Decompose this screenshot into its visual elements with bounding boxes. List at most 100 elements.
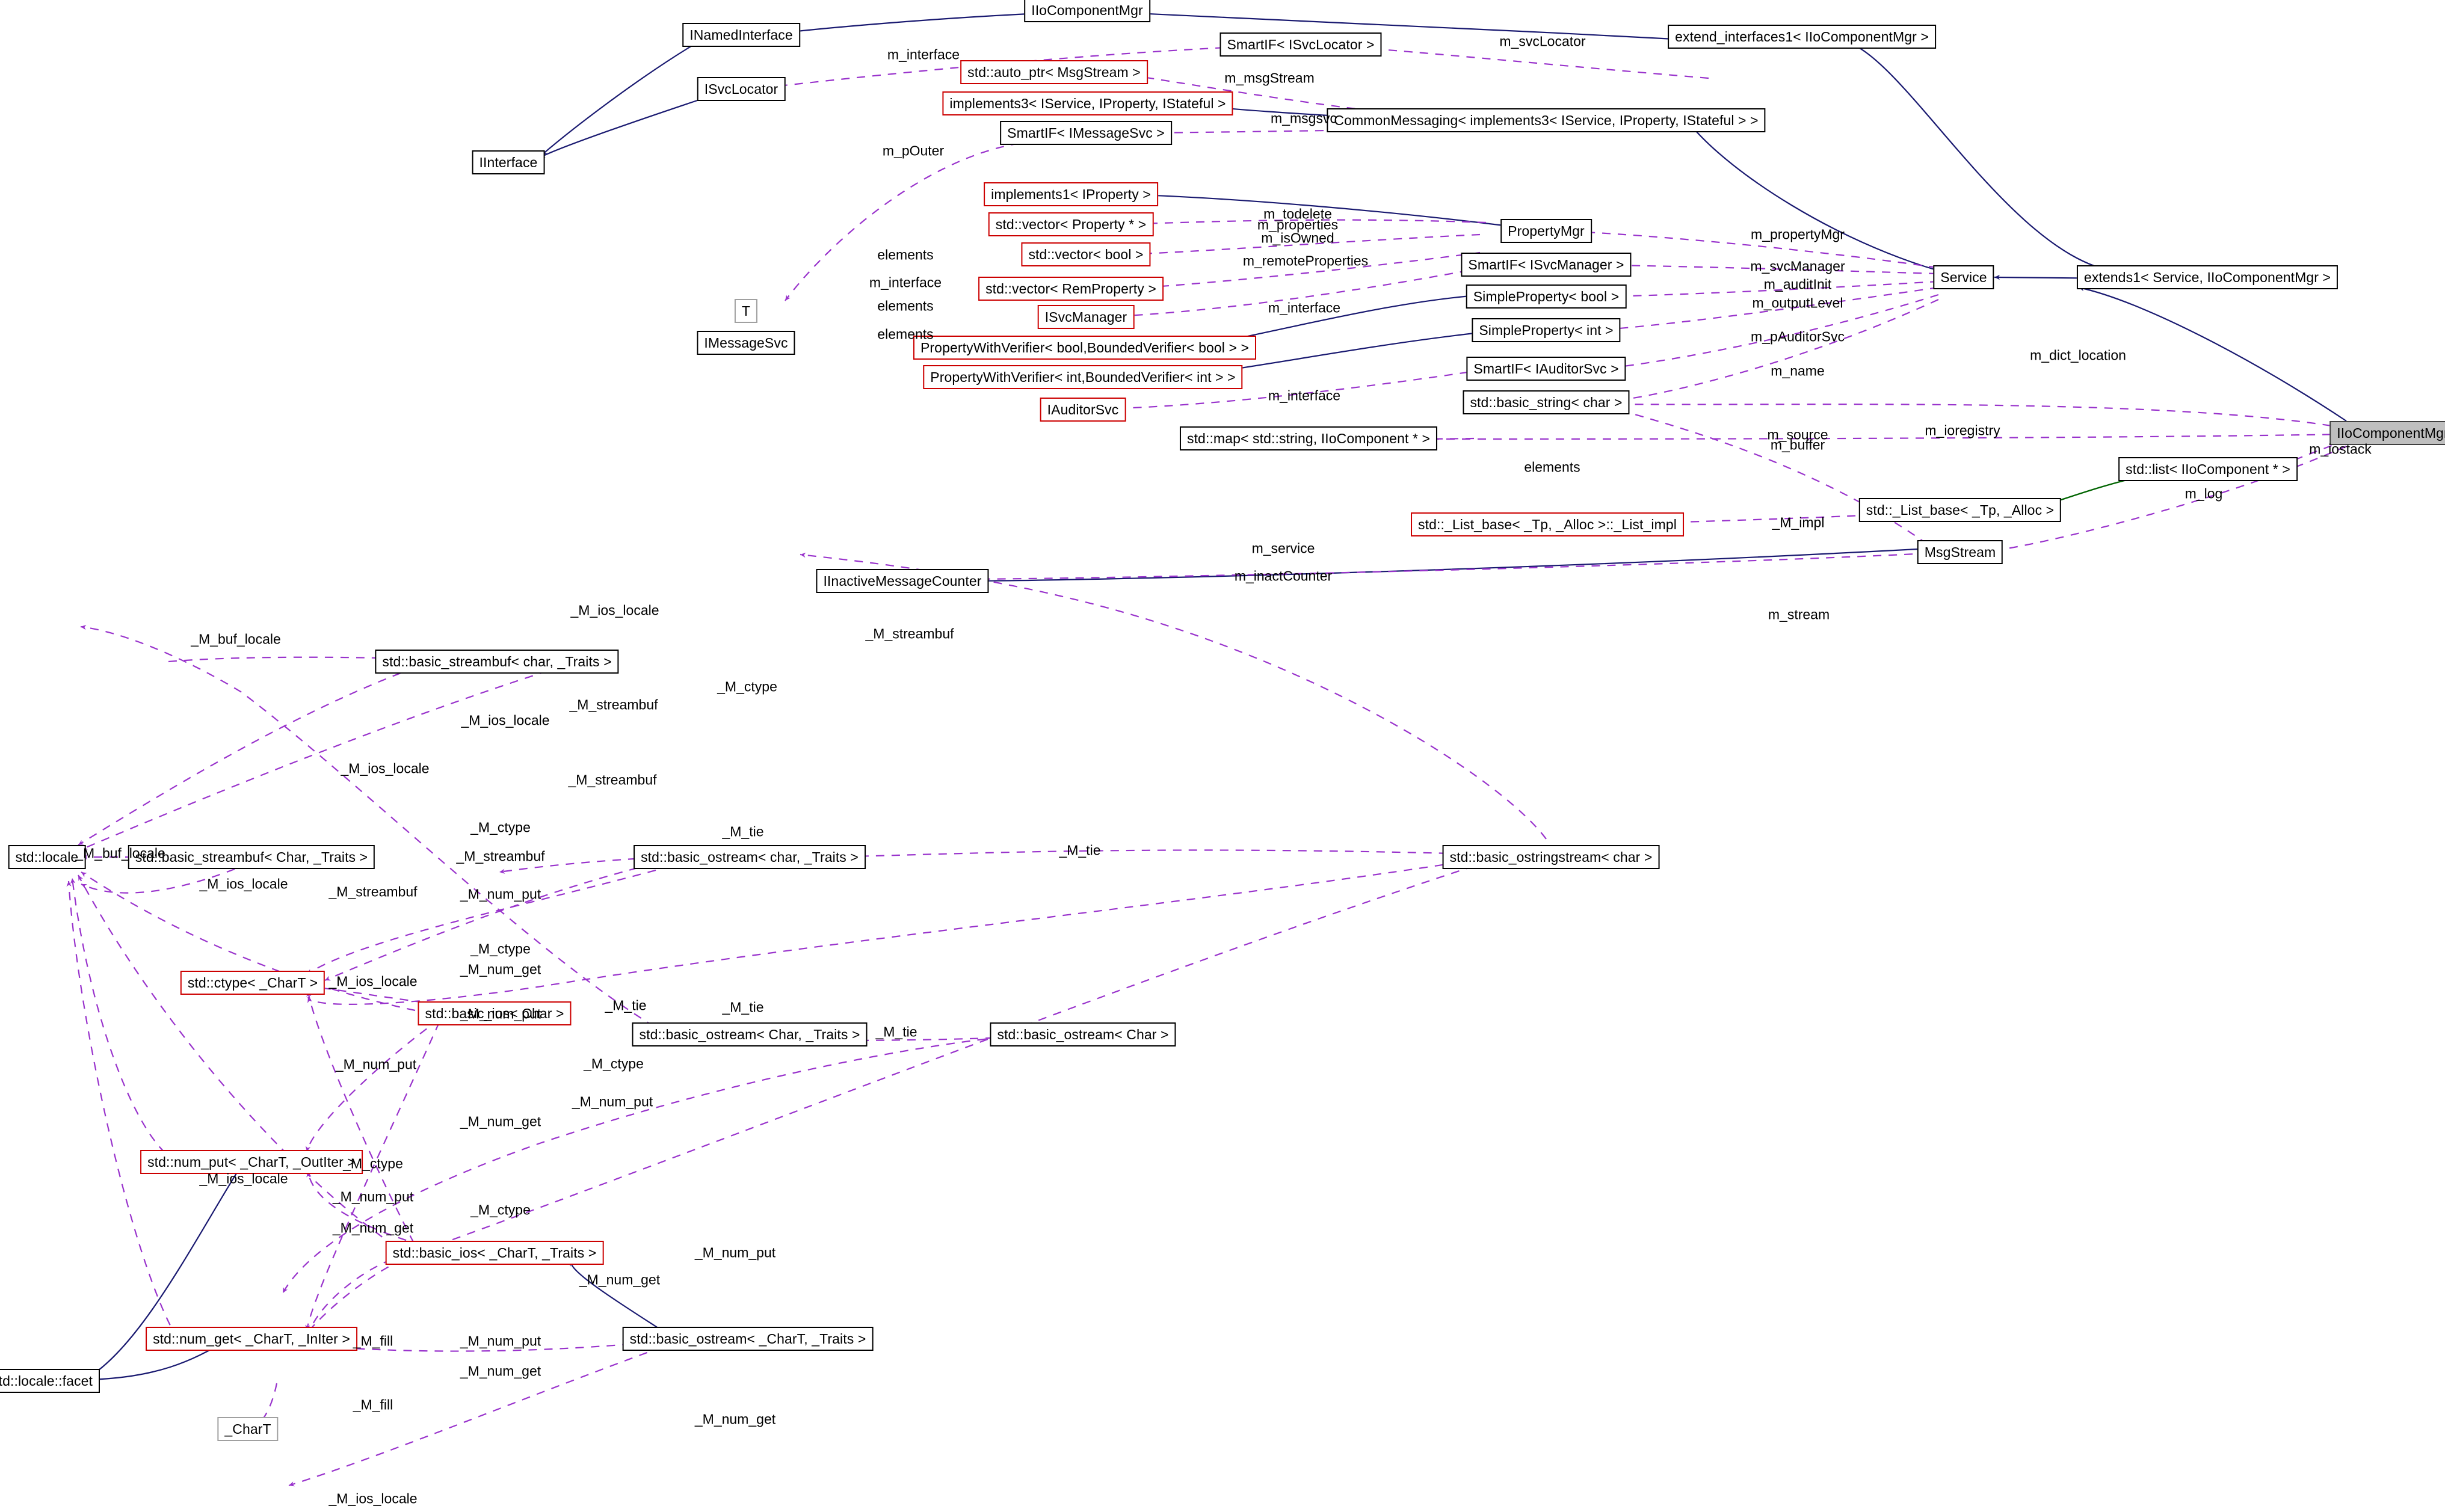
class-node-n3[interactable]: IInterface <box>472 150 545 174</box>
class-node-n47[interactable]: std::basic_ostream< _CharT, _Traits > <box>622 1327 874 1351</box>
edge-label: m_msgsvc <box>1271 110 1337 126</box>
class-node-n15[interactable]: std::vector< RemProperty > <box>978 277 1164 301</box>
class-node-n10[interactable]: CommonMessaging< implements3< IService, … <box>1327 108 1766 132</box>
class-node-n18[interactable]: PropertyWithVerifier< int,BoundedVerifie… <box>923 365 1243 389</box>
edge-label: _M_num_put <box>332 1188 414 1205</box>
class-node-n30[interactable]: extends1< Service, IIoComponentMgr > <box>2076 265 2339 289</box>
edge-label: m_remoteProperties <box>1242 253 1369 269</box>
edge-label: m_interface <box>1268 300 1341 316</box>
edge-label: _M_fill <box>353 1397 393 1413</box>
edge-label: m_name <box>1771 363 1825 379</box>
edge-label: m_interface <box>1268 387 1341 404</box>
class-node-n31[interactable]: IIoComponentMgr <box>2329 421 2445 445</box>
edge-label: _M_num_get <box>332 1220 414 1236</box>
class-node-n1[interactable]: INamedInterface <box>682 23 800 47</box>
class-node-n23[interactable]: SimpleProperty< int > <box>1472 318 1621 342</box>
edge-label: m_stream <box>1768 606 1830 622</box>
edge-label: _M_ios_locale <box>328 1490 418 1507</box>
edge-label: _M_fill <box>353 1333 393 1349</box>
edge-label: _M_num_put <box>694 1244 776 1261</box>
class-node-n44[interactable]: std::num_put< _CharT, _OutIter > <box>140 1150 363 1174</box>
class-node-n27[interactable]: std::_List_base< _Tp, _Alloc >::_List_im… <box>1411 512 1684 536</box>
class-node-n36[interactable]: std::locale <box>8 845 86 869</box>
class-node-n25[interactable]: std::basic_string< char > <box>1463 390 1630 414</box>
edge-label: elements <box>877 298 934 314</box>
edge-label: _M_streambuf <box>456 848 545 864</box>
class-node-n43[interactable]: std::basic_ostream< Char > <box>990 1022 1176 1046</box>
edge-label: _M_num_put <box>460 1006 541 1022</box>
class-node-n9[interactable]: SmartIF< IMessageSvc > <box>1000 121 1172 145</box>
class-node-n5[interactable]: T <box>734 299 758 323</box>
class-node-n28[interactable]: IInactiveMessageCounter <box>816 569 989 593</box>
edge-label: _M_buf_locale <box>75 845 165 861</box>
edge-label: _M_streambuf <box>569 696 658 713</box>
edge-label: m_dict_location <box>2030 347 2126 363</box>
edge-label: elements <box>1524 459 1580 475</box>
edge-label: _M_streambuf <box>328 884 418 900</box>
class-node-n12[interactable]: implements1< IProperty > <box>984 182 1158 206</box>
class-node-n34[interactable]: MsgStream <box>1917 540 2003 564</box>
edge-label: _M_num_get <box>579 1271 661 1288</box>
edge-label: _M_ios_locale <box>199 1170 288 1187</box>
class-node-n33[interactable]: std::_List_base< _Tp, _Alloc > <box>1858 498 2062 522</box>
class-node-n42[interactable]: std::basic_ostream< Char, _Traits > <box>632 1022 868 1046</box>
edge-label: m_svcLocator <box>1499 33 1586 49</box>
edge-label: _M_ctype <box>343 1155 403 1172</box>
class-node-n40[interactable]: std::ctype< _CharT > <box>180 971 325 995</box>
class-node-n16[interactable]: ISvcManager <box>1037 305 1135 329</box>
edge-label: _M_tie <box>722 999 764 1015</box>
class-node-n26[interactable]: std::map< std::string, IIoComponent * > <box>1179 426 1438 450</box>
class-node-n48[interactable]: std::locale::facet <box>0 1369 100 1393</box>
class-node-n19[interactable]: IAuditorSvc <box>1040 398 1126 422</box>
class-node-n49[interactable]: _CharT <box>217 1417 279 1441</box>
edge-label: m_interface <box>887 46 960 63</box>
edge-label: _M_streambuf <box>568 772 657 788</box>
class-node-n8[interactable]: implements3< IService, IProperty, IState… <box>942 91 1233 115</box>
class-node-n14[interactable]: std::vector< bool > <box>1021 242 1151 266</box>
class-node-n20[interactable]: PropertyMgr <box>1500 219 1592 243</box>
edge-label: _M_ctype <box>470 819 531 835</box>
class-node-n21[interactable]: SmartIF< ISvcManager > <box>1461 253 1632 277</box>
edge-label: _M_ios_locale <box>328 973 418 989</box>
edge-label: _M_ctype <box>584 1056 644 1072</box>
class-node-n35[interactable]: std::basic_streambuf< char, _Traits > <box>375 650 619 674</box>
class-node-n37[interactable]: std::basic_streambuf< Char, _Traits > <box>128 845 375 869</box>
class-node-n24[interactable]: SmartIF< IAuditorSvc > <box>1466 357 1626 381</box>
edge-label: _M_tie <box>722 823 764 840</box>
class-node-n45[interactable]: std::basic_ios< _CharT, _Traits > <box>385 1241 604 1265</box>
edge-label: _M_tie <box>605 997 647 1013</box>
class-node-n17[interactable]: PropertyWithVerifier< bool,BoundedVerifi… <box>913 336 1257 360</box>
edge-label: _M_num_put <box>572 1093 653 1110</box>
edge-label: m_pOuter <box>882 143 945 159</box>
class-node-n4[interactable]: IMessageSvc <box>697 331 795 355</box>
edge-label: _M_num_get <box>460 1113 541 1129</box>
edge-label: _M_num_put <box>460 886 541 902</box>
edge-label: m_outputLevel <box>1752 295 1843 311</box>
edge-label: m_auditInit <box>1763 276 1832 292</box>
class-node-n39[interactable]: std::basic_ostringstream< char > <box>1442 845 1660 869</box>
class-node-n38[interactable]: std::basic_ostream< char, _Traits > <box>634 845 866 869</box>
class-node-n6[interactable]: SmartIF< ISvcLocator > <box>1219 32 1382 57</box>
edge-label: _M_ios_locale <box>461 712 550 728</box>
edge-label: _M_ios_locale <box>341 760 430 776</box>
class-node-n0[interactable]: IIoComponentMgr <box>1024 0 1150 22</box>
edge-label: m_source <box>1767 426 1828 443</box>
edge-label: m_properties <box>1257 217 1339 233</box>
edge-label: _M_tie <box>1059 842 1101 858</box>
class-node-n7[interactable]: std::auto_ptr< MsgStream > <box>960 60 1148 84</box>
class-node-n32[interactable]: std::list< IIoComponent * > <box>2118 457 2298 481</box>
class-node-n11[interactable]: extend_interfaces1< IIoComponentMgr > <box>1668 25 1936 49</box>
class-node-n46[interactable]: std::num_get< _CharT, _InIter > <box>146 1327 357 1351</box>
class-node-n13[interactable]: std::vector< Property * > <box>988 212 1154 236</box>
class-node-n2[interactable]: ISvcLocator <box>697 77 786 101</box>
edge-label: elements <box>877 247 934 263</box>
class-node-n41[interactable]: std::basic_ios< Char > <box>418 1001 572 1025</box>
edge-label: m_propertyMgr <box>1751 226 1845 242</box>
class-node-n22[interactable]: SimpleProperty< bool > <box>1466 284 1627 309</box>
edge-label: m_service <box>1251 540 1315 556</box>
edge-label: m_buffer <box>1770 437 1825 453</box>
edge-label: _M_ios_locale <box>570 602 659 618</box>
edge-label: _M_num_get <box>694 1411 776 1427</box>
class-node-n29[interactable]: Service <box>1933 265 1994 289</box>
